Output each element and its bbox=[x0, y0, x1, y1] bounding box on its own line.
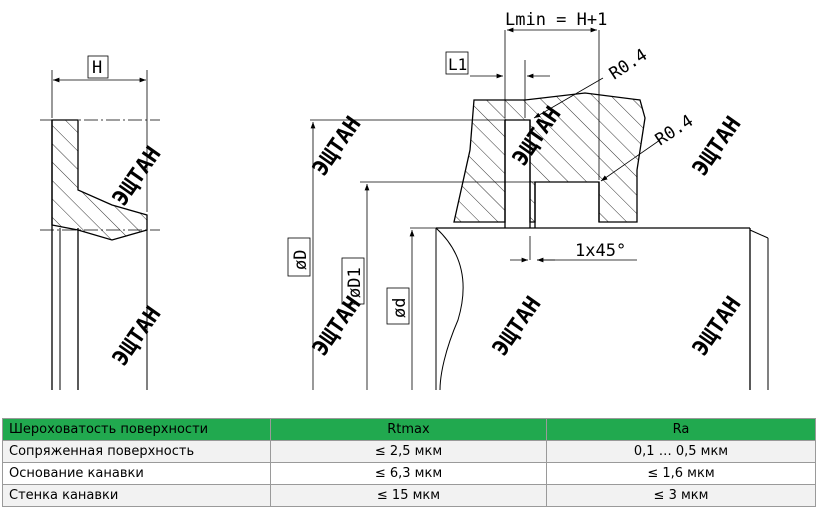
dimension-h-label: H bbox=[92, 58, 102, 78]
seal-groove-drawing: ЭЩТАН ЭЩТАН ЭЩТАН ЭЩТАН ЭЩТАН ЭЩТАН ЭЩТА… bbox=[40, 10, 769, 391]
table-cell: 0,1 … 0,5 мкм bbox=[546, 440, 816, 463]
dimension-lmin-label: Lmin = H+1 bbox=[505, 10, 607, 30]
column-header-surface: Шероховатость поверхности bbox=[2, 418, 271, 441]
table-cell: ≤ 1,6 мкм bbox=[546, 462, 816, 485]
table-cell: Сопряженная поверхность bbox=[2, 440, 271, 463]
table-cell: ≤ 6,3 мкм bbox=[270, 462, 547, 485]
table-row: Стенка канавки ≤ 15 мкм ≤ 3 мкм bbox=[2, 484, 816, 507]
watermark-text: ЭЩТАН bbox=[308, 292, 366, 361]
watermark-text: ЭЩТАН bbox=[108, 142, 166, 211]
radius-mid-label: R0.4 bbox=[652, 111, 697, 150]
table-row: Основание канавки ≤ 6,3 мкм ≤ 1,6 мкм bbox=[2, 462, 816, 485]
housing-profile bbox=[453, 92, 646, 223]
watermark-text: ЭЩТАН bbox=[108, 302, 166, 371]
housing-section-view bbox=[310, 27, 769, 391]
dimension-inner-diameter-label: ød bbox=[390, 298, 410, 318]
dimension-outer-diameter-label: øD bbox=[291, 250, 311, 270]
table-header-row: Шероховатость поверхности Rtmax Ra bbox=[2, 418, 816, 441]
table-cell: ≤ 15 мкм bbox=[270, 484, 547, 507]
watermark-text: ЭЩТАН bbox=[488, 292, 546, 361]
watermark-text: ЭЩТАН bbox=[308, 112, 366, 181]
table-row: Сопряженная поверхность ≤ 2,5 мкм 0,1 … … bbox=[2, 440, 816, 463]
table-cell: ≤ 3 мкм bbox=[546, 484, 816, 507]
chamfer-label: 1x45° bbox=[575, 241, 626, 261]
dimension-l1-label: L1 bbox=[448, 55, 467, 74]
watermark-text: ЭЩТАН bbox=[688, 112, 746, 181]
column-header-ra: Ra bbox=[546, 418, 816, 441]
surface-roughness-table: Шероховатость поверхности Rtmax Ra Сопря… bbox=[2, 418, 816, 507]
column-header-rtmax: Rtmax bbox=[270, 418, 547, 441]
table-cell: Основание канавки bbox=[2, 462, 271, 485]
seal-section-view bbox=[40, 70, 160, 390]
watermark-text: ЭЩТАН bbox=[688, 292, 746, 361]
table-cell: ≤ 2,5 мкм bbox=[270, 440, 547, 463]
table-cell: Стенка канавки bbox=[2, 484, 271, 507]
radius-top-label: R0.4 bbox=[606, 45, 651, 84]
seal-profile bbox=[51, 119, 148, 241]
watermark-group: ЭЩТАН ЭЩТАН ЭЩТАН ЭЩТАН ЭЩТАН ЭЩТАН ЭЩТА… bbox=[108, 102, 746, 371]
dimension-groove-diameter-label: øD1 bbox=[345, 267, 365, 298]
